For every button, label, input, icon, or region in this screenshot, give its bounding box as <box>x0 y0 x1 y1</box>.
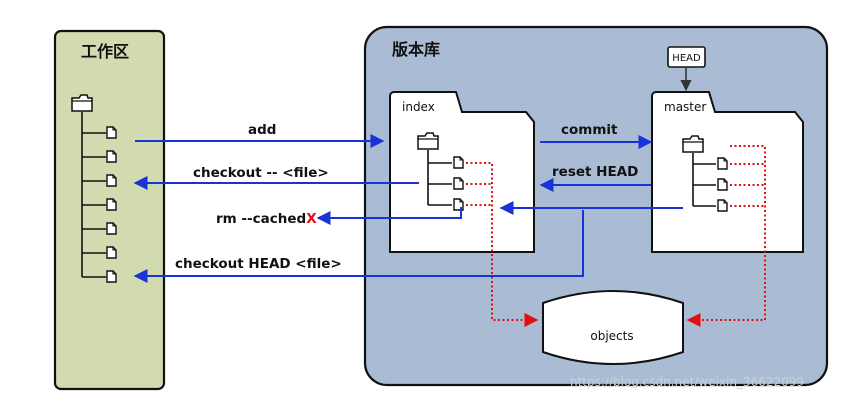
rm-cached-label: rm --cachedX <box>216 211 317 227</box>
master-to-objects-link <box>686 145 766 327</box>
rm-cached-arrow <box>316 207 462 225</box>
repository-title: 版本库 <box>391 40 440 59</box>
object-links <box>466 145 766 327</box>
watermark: https://blog.csdn.net/weixin_36622099 <box>570 375 804 389</box>
file-icon <box>106 270 117 283</box>
file-icon <box>106 174 117 187</box>
folder-icon <box>682 135 704 153</box>
file-icon <box>106 198 117 211</box>
file-icon <box>106 150 117 163</box>
workspace-title: 工作区 <box>81 42 129 61</box>
file-icon <box>717 178 728 191</box>
index-label: index <box>402 100 435 114</box>
workspace-file-tree <box>71 94 117 283</box>
file-icon <box>106 126 117 139</box>
objects-cylinder <box>542 290 684 365</box>
repository-region: 版本库 HEAD index master <box>363 25 829 387</box>
workspace-region: 工作区 <box>53 29 166 391</box>
checkout-head-label: checkout HEAD <file> <box>175 256 342 272</box>
file-icon <box>453 156 464 169</box>
master-label: master <box>664 100 706 114</box>
folder-icon <box>71 94 93 112</box>
index-area: index <box>389 91 535 253</box>
add-label: add <box>248 122 276 138</box>
master-folder <box>651 91 804 253</box>
checkout-head-arrow <box>133 210 584 283</box>
objects-store: objects <box>542 290 684 365</box>
index-to-objects-link <box>466 162 539 327</box>
checkout-file-label: checkout -- <file> <box>193 165 329 181</box>
head-pointer: HEAD <box>667 46 706 92</box>
objects-label: objects <box>590 329 633 343</box>
file-icon <box>717 157 728 170</box>
index-folder <box>389 91 535 253</box>
folder-icon <box>417 132 439 150</box>
commit-label: commit <box>561 122 618 138</box>
file-icon <box>106 246 117 259</box>
file-icon <box>453 177 464 190</box>
master-area: master <box>651 91 804 253</box>
file-icon <box>106 222 117 235</box>
head-label: HEAD <box>672 53 701 64</box>
reset-head-label: reset HEAD <box>552 164 638 180</box>
command-arrows: add checkout -- <file> rm --cachedX chec… <box>133 122 683 283</box>
file-icon <box>717 199 728 212</box>
